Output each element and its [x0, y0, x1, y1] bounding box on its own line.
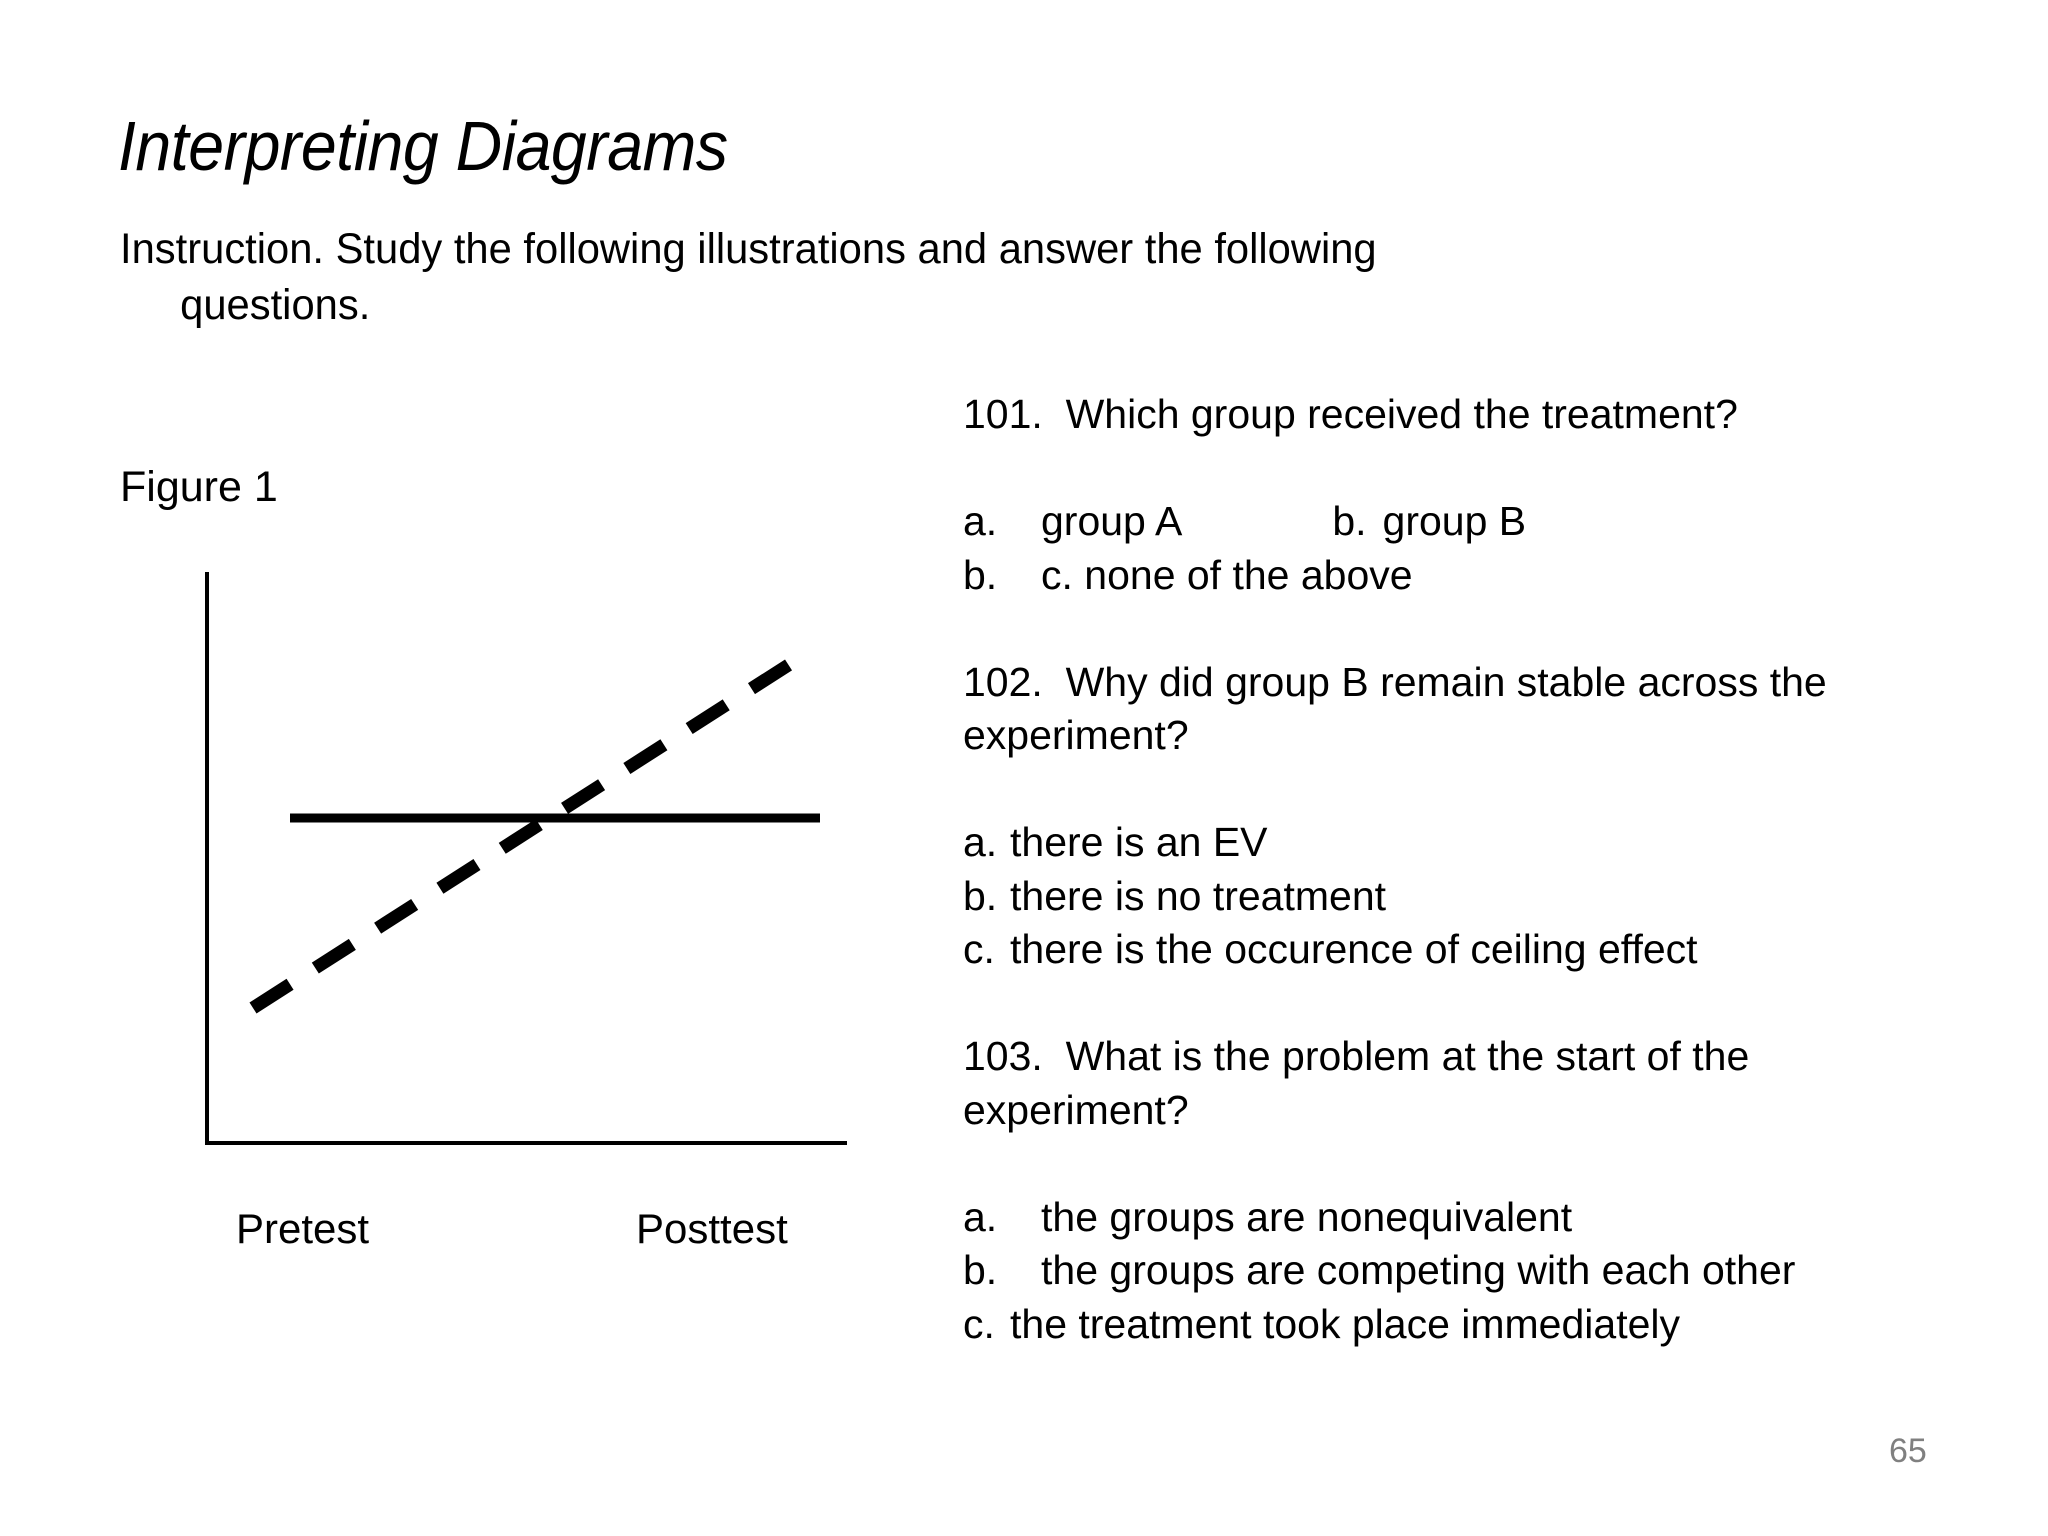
option-row[interactable]: a. there is an EV [963, 816, 1888, 869]
option-text: the groups are competing with each other [1041, 1247, 1796, 1294]
page-number: 65 [1889, 1432, 1927, 1470]
question-103: 103. What is the problem at the start of… [963, 1030, 1888, 1350]
spacer [963, 976, 1888, 1030]
spacer [963, 1137, 1888, 1191]
option-row[interactable]: b. c. none of the above [963, 549, 1888, 602]
spacer [963, 602, 1888, 656]
option-letter: a. [963, 1193, 998, 1240]
option-row[interactable]: a. the groups are nonequivalent [963, 1191, 1888, 1244]
option-text: there is the occurence of ceiling effect [1010, 926, 1698, 973]
option-row[interactable]: b. there is no treatment [963, 870, 1888, 923]
question-102-stem: 102. Why did group B remain stable acros… [963, 658, 1827, 759]
x-axis-label-pretest: Pretest [236, 1205, 370, 1252]
figure-1-chart [150, 570, 890, 1180]
option-text: there is no treatment [1010, 872, 1387, 919]
question-101-stem: 101. Which group received the treatment? [963, 391, 1738, 437]
option-letter: c. [963, 926, 995, 973]
figure-caption: Figure 1 [120, 463, 278, 511]
option-letter: b. [963, 551, 998, 598]
spacer [963, 441, 1888, 495]
instruction-text: Instruction. Study the following illustr… [120, 222, 1410, 334]
option-text: there is an EV [1010, 819, 1268, 866]
x-axis-label-posttest: Posttest [636, 1205, 788, 1252]
option-row[interactable]: c. the treatment took place immediately [963, 1298, 1888, 1351]
question-102-options: a. there is an EV b. there is no treatment… [963, 816, 1888, 976]
option-letter: a. [963, 498, 998, 545]
option-letter: c. [963, 1300, 995, 1347]
option-text: group A [1041, 498, 1183, 545]
question-102: 102. Why did group B remain stable acros… [963, 656, 1888, 976]
question-101: 101. Which group received the treatment?… [963, 388, 1888, 602]
page-title: Interpreting Diagrams [118, 106, 728, 185]
series-group-a-dashed-line [249, 649, 808, 1014]
option-text: the treatment took place immediately [1010, 1300, 1680, 1347]
question-101-options: a. group A b. group B b. c. none of the abov… [963, 495, 1888, 602]
option-letter: a. [963, 819, 998, 866]
option-row[interactable]: a. group A b. group B [963, 495, 1888, 548]
option-text: the groups are nonequivalent [1041, 1193, 1573, 1240]
instruction-line-2: questions. [180, 280, 371, 329]
questions-column: 101. Which group received the treatment?… [963, 388, 1888, 1351]
option-trailing-text: group B [1382, 498, 1527, 545]
option-letter: b. [963, 872, 998, 919]
instruction-line-1: Instruction. Study the following illustr… [120, 225, 1377, 273]
spacer [963, 762, 1888, 816]
option-row[interactable]: b. the groups are competing with each oth… [963, 1244, 1888, 1297]
option-trailing-letter: b. [1332, 498, 1367, 545]
option-text: c. none of the above [1041, 551, 1413, 598]
question-103-options: a. the groups are nonequivalent b. the gro… [963, 1191, 1888, 1351]
option-row[interactable]: c. there is the occurence of ceiling effe… [963, 923, 1888, 976]
option-letter: b. [963, 1247, 998, 1294]
question-103-stem: 103. What is the problem at the start of… [963, 1033, 1750, 1133]
